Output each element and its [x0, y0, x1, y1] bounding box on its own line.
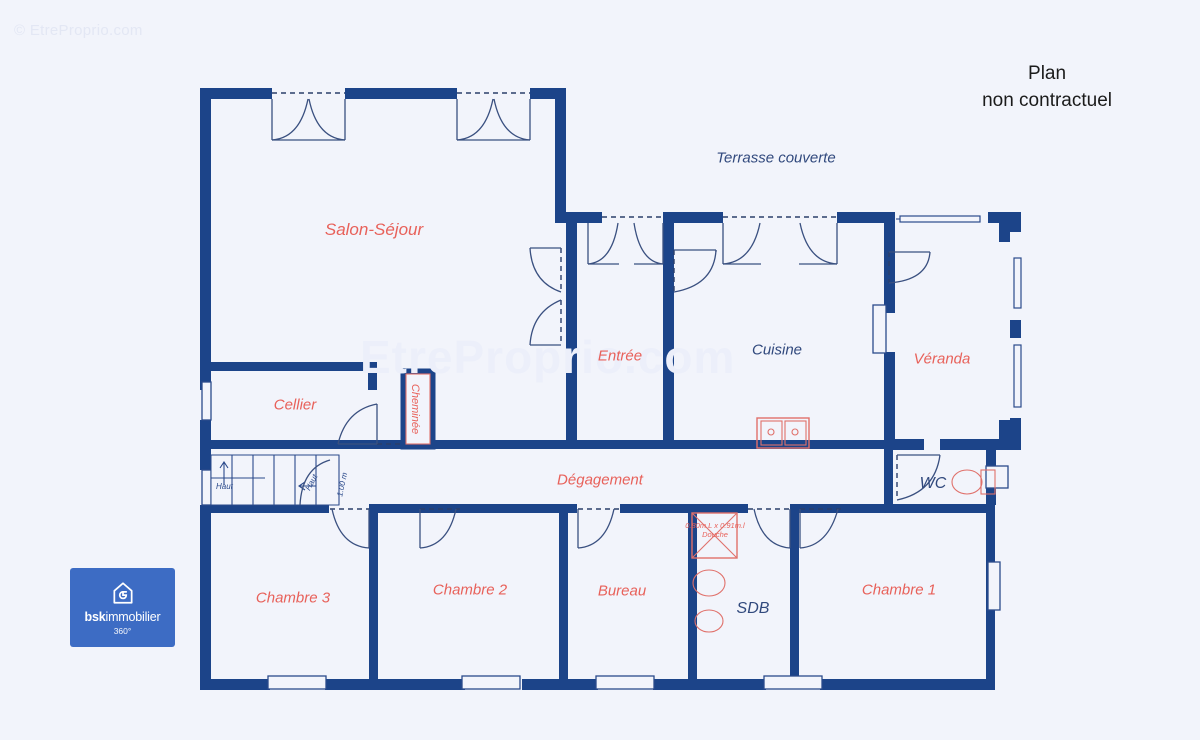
plan-title-line2: non contractuel — [982, 90, 1112, 111]
room-label-chambre-2: Chambre 2 — [432, 581, 508, 599]
watermark-corner: © EtreProprio.com — [14, 22, 143, 39]
room-label-wc: WC — [919, 475, 947, 492]
windows — [201, 304, 1009, 690]
house-icon — [112, 581, 133, 604]
annotation-cheminee: Cheminée — [409, 383, 421, 435]
fireplace — [400, 368, 436, 450]
room-label-cuisine: Cuisine — [751, 341, 803, 359]
room-label-bureau: Bureau — [597, 582, 647, 600]
room-label-terrasse-couverte: Terrasse couverte — [716, 149, 836, 167]
doors — [271, 92, 941, 549]
annotation-shower: 0.80m.L x 0.91m.l Douche — [665, 521, 765, 539]
watermark-center: EtreProprio.com — [360, 331, 736, 383]
room-label-chambre-3: Chambre 3 — [255, 589, 331, 607]
room-label-salon-s-jour: Salon-Séjour — [324, 220, 424, 239]
bathroom-basins — [692, 569, 726, 633]
stair-up-label-1: Haut — [216, 482, 233, 491]
room-label-sdb: SDB — [736, 600, 770, 617]
room-label-cellier: Cellier — [273, 396, 317, 414]
shower-name-text: Douche — [702, 530, 728, 539]
staircase — [210, 454, 340, 506]
page-title: Plan non contractuel — [982, 60, 1112, 114]
exterior-walls — [200, 88, 995, 690]
logo-subtitle: 360° — [113, 625, 132, 636]
room-label-entr-e: Entrée — [597, 347, 643, 365]
logo-name-bold: bsk — [84, 609, 106, 624]
plan-title-line1: Plan — [1028, 63, 1067, 84]
logo-name: bskimmobilier — [85, 610, 161, 624]
room-label-chambre-1: Chambre 1 — [861, 581, 937, 599]
kitchen-sink — [756, 417, 810, 449]
logo-name-light: immobilier — [105, 609, 161, 624]
wc-toilet — [951, 469, 996, 495]
room-label-d-gagement: Dégagement — [557, 471, 643, 489]
veranda-glass-walls — [1010, 212, 1022, 450]
shower-dimension-text: 0.80m.L x 0.91m.l — [685, 521, 745, 530]
room-label-v-randa: Véranda — [913, 350, 971, 368]
bsk-immobilier-logo[interactable]: bskimmobilier 360° — [70, 568, 175, 647]
terrace-canopy-line — [896, 215, 981, 223]
shower — [691, 512, 738, 559]
